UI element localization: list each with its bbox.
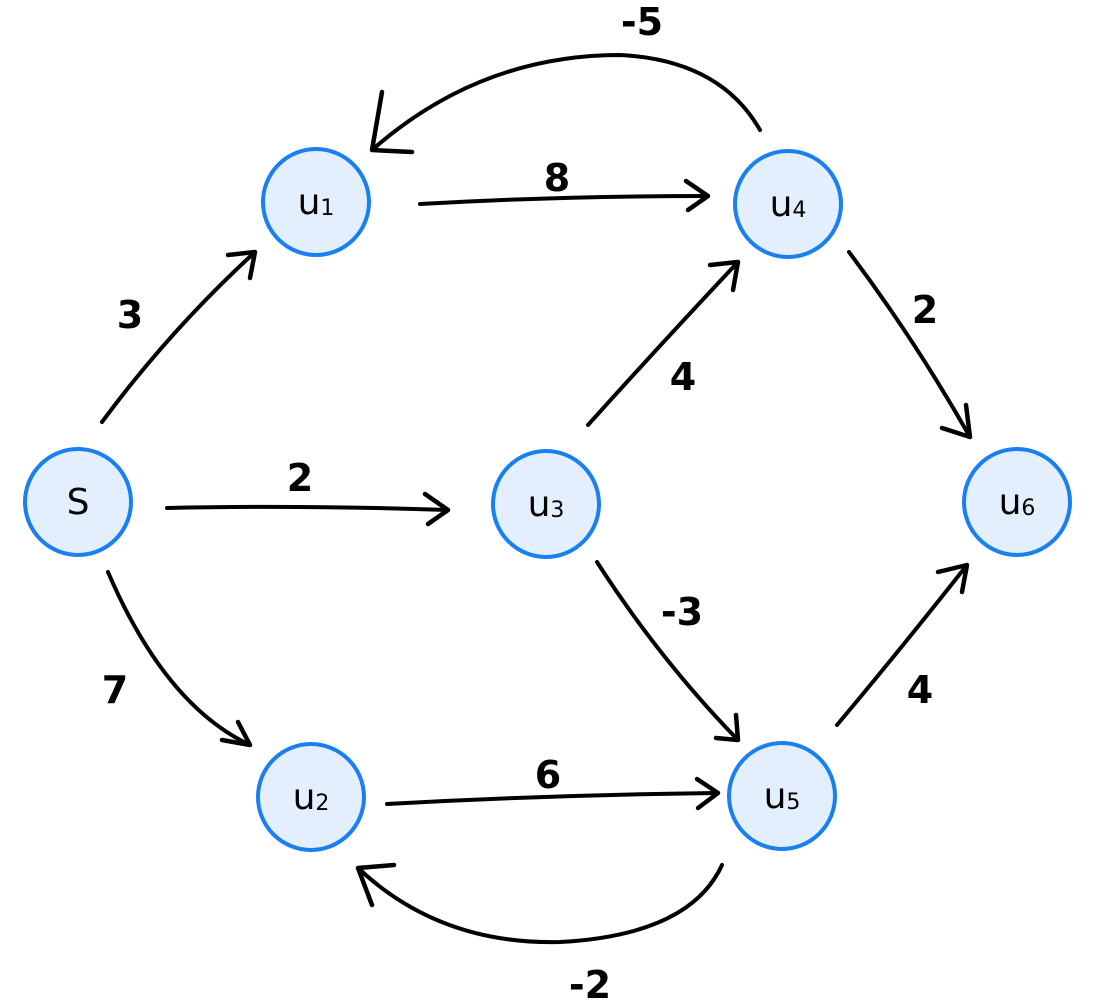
svg-text:u1: u1 bbox=[298, 182, 335, 223]
svg-text:u6: u6 bbox=[999, 482, 1036, 523]
edge-weight: 2 bbox=[287, 456, 313, 500]
edge-u3-u5: -3 bbox=[595, 560, 741, 743]
svg-text:u5: u5 bbox=[764, 776, 801, 817]
edge-u5-u6: 4 bbox=[835, 562, 970, 727]
svg-text:S: S bbox=[67, 482, 90, 523]
edge-weight: 4 bbox=[907, 668, 933, 712]
node-u3[interactable]: u3 bbox=[491, 449, 601, 559]
edge-weight: -2 bbox=[569, 963, 611, 1000]
svg-text:u3: u3 bbox=[528, 484, 565, 525]
edge-s-u2: 7 bbox=[102, 570, 253, 748]
edge-weight: 2 bbox=[912, 288, 938, 332]
edge-s-u1: 3 bbox=[100, 249, 258, 424]
node-u5[interactable]: u5 bbox=[727, 741, 837, 851]
edge-weight: 3 bbox=[117, 293, 143, 337]
node-u6[interactable]: u6 bbox=[962, 447, 1072, 557]
edge-s-u3: 2 bbox=[165, 456, 451, 527]
edge-weight: -3 bbox=[661, 590, 703, 634]
edge-u4-u1: -5 bbox=[369, 0, 762, 155]
node-u2[interactable]: u2 bbox=[256, 742, 366, 852]
edge-weight: 6 bbox=[535, 753, 561, 797]
edge-weight: 7 bbox=[102, 668, 128, 712]
node-u1[interactable]: u1 bbox=[261, 147, 371, 257]
edge-weight: 8 bbox=[544, 156, 570, 200]
edge-u2-u5: 6 bbox=[385, 753, 721, 811]
svg-text:u2: u2 bbox=[293, 777, 330, 818]
svg-text:u4: u4 bbox=[770, 184, 807, 225]
edge-weight: -5 bbox=[621, 0, 663, 44]
node-u4[interactable]: u4 bbox=[733, 149, 843, 259]
edge-u4-u6: 2 bbox=[847, 250, 973, 440]
node-s[interactable]: S bbox=[23, 447, 133, 557]
edge-u1-u4: 8 bbox=[418, 156, 711, 213]
edge-u5-u2: -2 bbox=[355, 862, 724, 1000]
edge-u3-u4: 4 bbox=[586, 259, 741, 427]
edge-weight: 4 bbox=[670, 355, 696, 399]
